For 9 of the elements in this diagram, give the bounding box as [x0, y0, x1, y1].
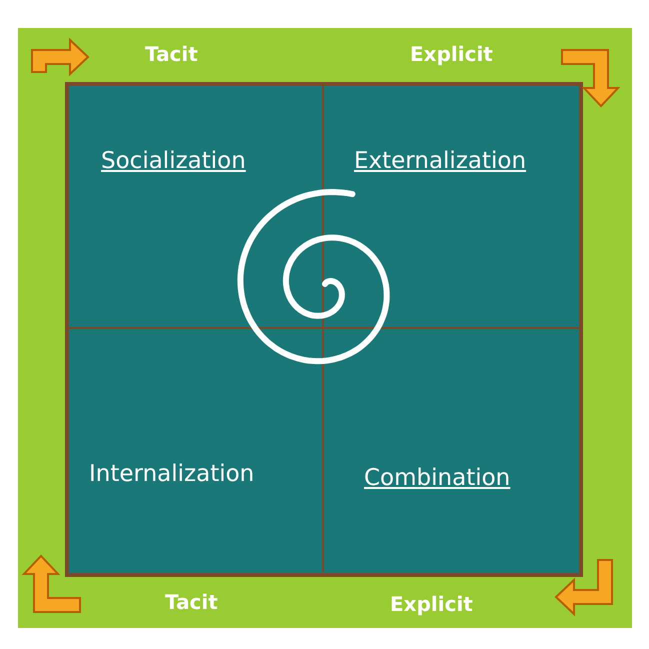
quadrant-title: Externalization — [354, 148, 526, 174]
axis-label: Tacit — [165, 590, 218, 614]
quadrant-title: Socialization — [101, 148, 246, 174]
quadrant-title: Combination — [364, 465, 510, 491]
axis-label: Explicit — [410, 42, 493, 66]
axis-label: Tacit — [145, 42, 198, 66]
quadrant-title: Internalization — [89, 461, 254, 487]
quadrant-panel — [69, 86, 324, 329]
axis-label: Explicit — [390, 592, 473, 616]
